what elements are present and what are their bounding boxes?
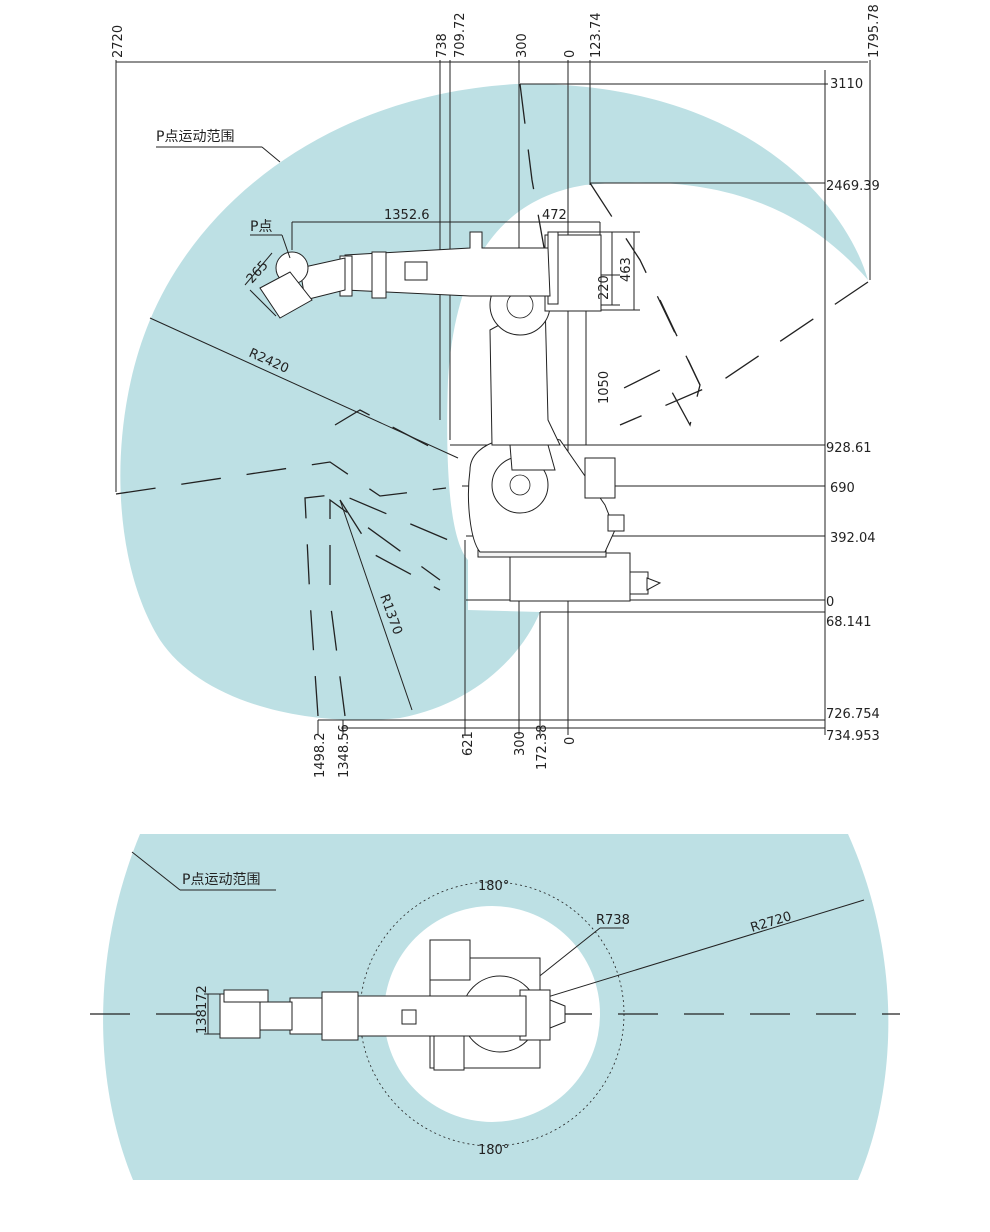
top-view: P点运动范围 180° 180° R738 R2720 172 138 xyxy=(90,834,900,1180)
dim-top-709: 709.72 xyxy=(453,13,468,59)
robot-side xyxy=(249,231,662,602)
dim-right-0: 0 xyxy=(826,595,834,610)
dim-463: 463 xyxy=(619,257,634,282)
dim-bottom-172: 172.38 xyxy=(535,725,550,771)
dim-right-928: 928.61 xyxy=(826,441,872,456)
dim-offset-472: 472 xyxy=(542,208,567,223)
dim-right-690: 690 xyxy=(830,481,855,496)
angle-bottom-180: 180° xyxy=(478,1143,509,1158)
robot-top xyxy=(219,939,566,1071)
side-range-label: P点运动范围 xyxy=(156,128,234,145)
dim-bottom-0: 0 xyxy=(563,737,578,745)
top-range-label: P点运动范围 xyxy=(182,871,260,888)
dim-bottom-300: 300 xyxy=(513,731,528,756)
dim-right-68: 68.141 xyxy=(826,615,872,630)
dim-138: 138 xyxy=(195,1009,210,1034)
dim-top-300: 300 xyxy=(515,33,530,58)
dim-right-392: 392.04 xyxy=(830,531,876,546)
dim-right-734: 734.953 xyxy=(826,729,880,744)
p-point-label: P点 xyxy=(250,219,272,235)
dim-reach-1352: 1352.6 xyxy=(384,208,430,223)
dim-220: 220 xyxy=(597,275,612,300)
dim-top-1795: 1795.78 xyxy=(867,4,882,58)
dim-right-2469: 2469.39 xyxy=(826,179,880,194)
dim-right-726: 726.754 xyxy=(826,707,880,722)
dim-1050: 1050 xyxy=(597,371,612,404)
dim-bottom-621: 621 xyxy=(461,731,476,756)
side-workspace-area xyxy=(120,83,868,720)
angle-top-180: 180° xyxy=(478,879,509,894)
radius-r738: R738 xyxy=(596,913,630,928)
dim-top-123: 123.74 xyxy=(589,13,604,59)
dim-bottom-1498: 1498.2 xyxy=(313,733,328,779)
dim-right-3110: 3110 xyxy=(830,77,863,92)
dim-top-0: 0 xyxy=(563,50,578,58)
side-view: P点运动范围 P点 2720 738 709.72 300 0 123.74 1… xyxy=(111,4,882,778)
dim-top-738: 738 xyxy=(435,33,450,58)
dim-top-2720: 2720 xyxy=(111,25,126,58)
dim-bottom-1348: 1348.56 xyxy=(337,724,352,778)
dim-172: 172 xyxy=(195,985,210,1010)
